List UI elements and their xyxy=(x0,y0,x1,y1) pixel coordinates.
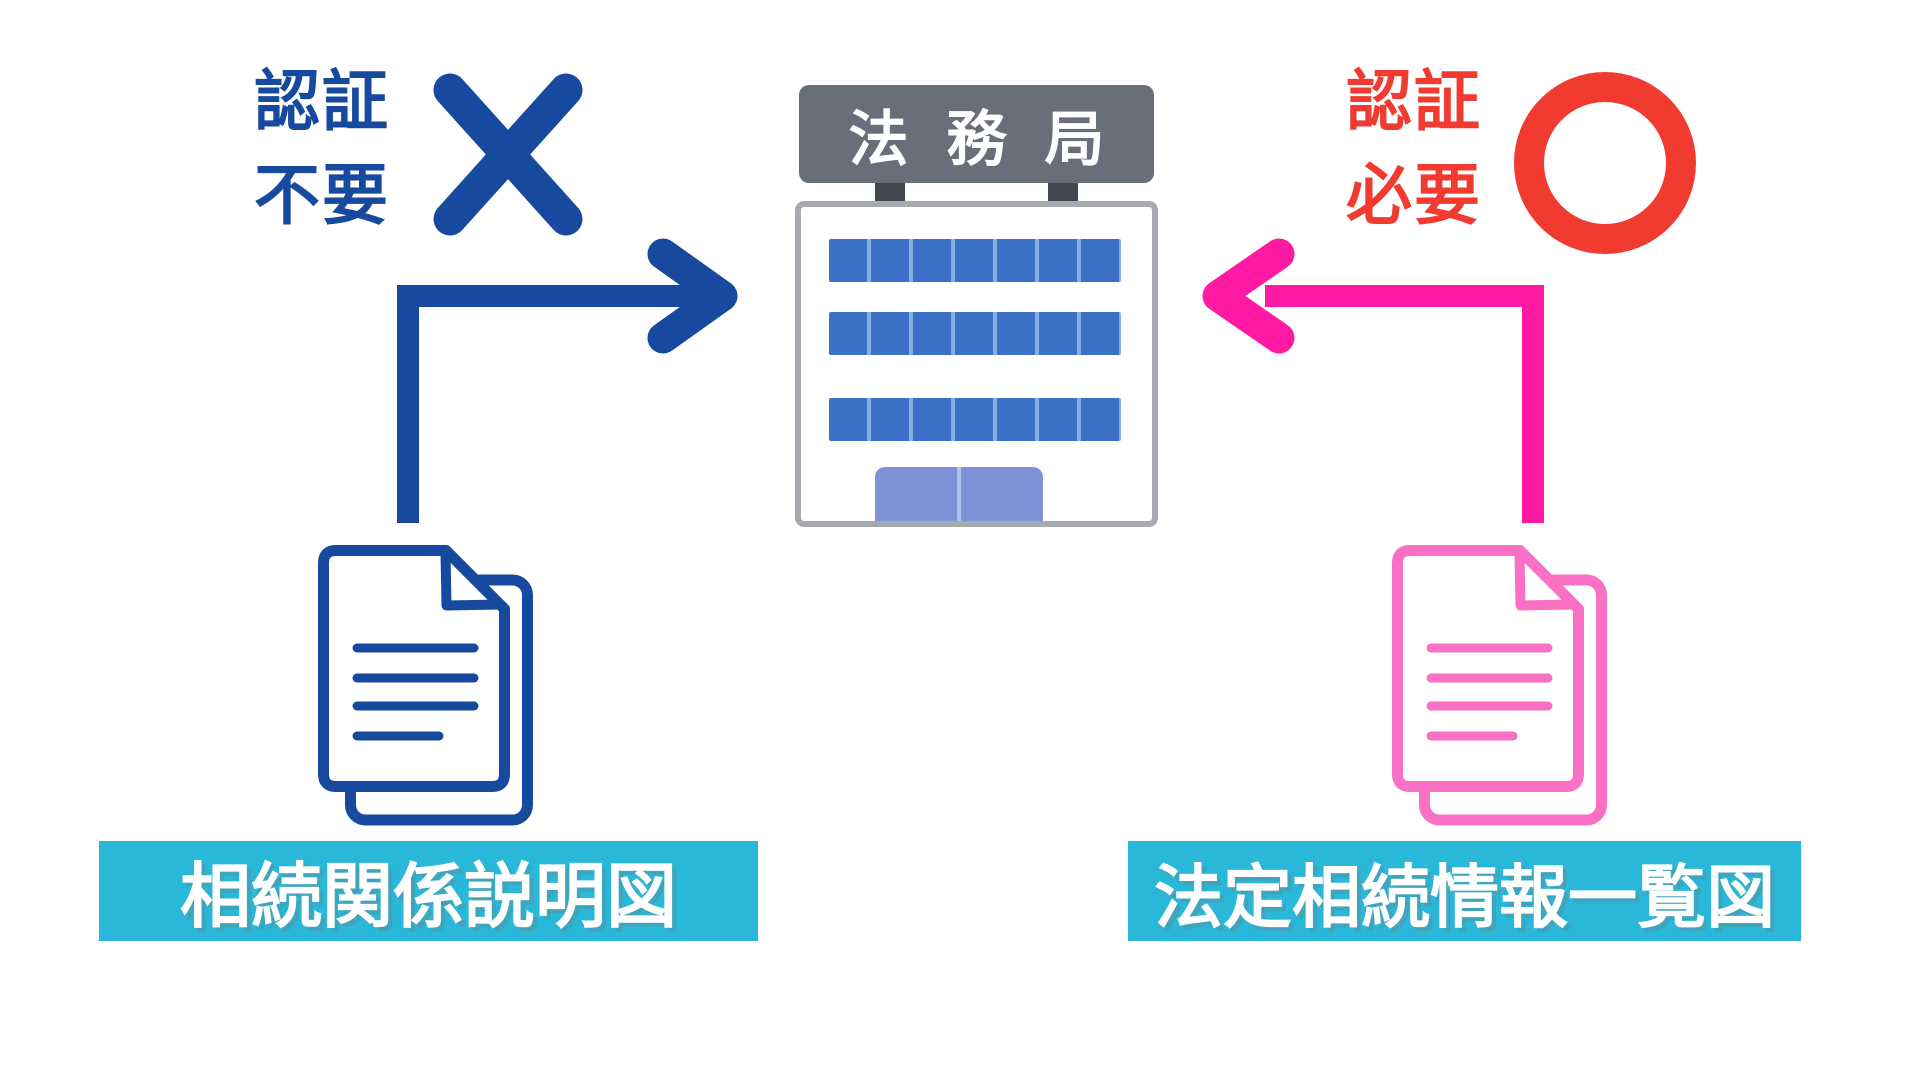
window-row xyxy=(829,312,1121,355)
sign-post-left xyxy=(875,183,905,203)
x-mark-icon xyxy=(433,73,583,236)
building-sign-label: 法務局 xyxy=(848,105,1143,173)
banner-left-label: 相続関係説明図 xyxy=(179,858,677,937)
banner-legal-inheritance-info-list: 法定相続情報一覧図 xyxy=(1128,841,1801,941)
window-row xyxy=(829,239,1121,282)
pink-arrow xyxy=(1202,238,1544,523)
auth-not-required-line1: 認証 xyxy=(254,64,390,138)
auth-not-required-line2: 不要 xyxy=(254,157,390,232)
building-sign: 法務局 xyxy=(799,85,1154,183)
legal-affairs-bureau-building: 法務局 xyxy=(795,85,1158,527)
building-body xyxy=(795,201,1158,527)
blue-arrow xyxy=(397,238,738,523)
building-door xyxy=(875,467,1043,521)
circle-mark-icon xyxy=(1514,72,1696,254)
window-row xyxy=(829,398,1121,441)
banner-right-label: 法定相続情報一覧図 xyxy=(1154,859,1775,936)
blue-documents-icon xyxy=(318,545,533,826)
pink-documents-icon xyxy=(1392,545,1607,826)
auth-required-line2: 必要 xyxy=(1346,157,1482,232)
door-divider xyxy=(957,467,961,521)
sign-post-right xyxy=(1048,183,1078,203)
auth-required-label: 認証 必要 xyxy=(1336,55,1492,242)
auth-required-line1: 認証 xyxy=(1346,64,1482,138)
banner-inheritance-relation-diagram: 相続関係説明図 xyxy=(99,841,758,941)
auth-not-required-label: 認証 不要 xyxy=(244,55,400,242)
